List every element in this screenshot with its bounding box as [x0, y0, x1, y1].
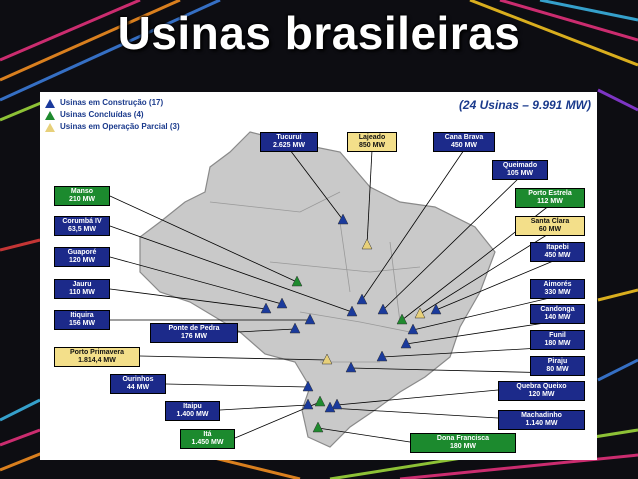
connector-line [350, 367, 559, 374]
connector-line [329, 407, 499, 419]
plant-marker-triangle [314, 395, 326, 407]
plant-marker-triangle [356, 293, 368, 305]
triangle-green-icon [45, 110, 55, 120]
connector-line [289, 149, 344, 221]
connector-line [219, 404, 309, 411]
plant-marker-triangle [345, 361, 357, 373]
plant-marker-triangle [260, 302, 272, 314]
page-title: Usinas brasileiras [117, 7, 521, 59]
connector-line [435, 258, 559, 311]
connector-line [109, 225, 353, 313]
plant-marker-triangle [321, 353, 333, 365]
plant-marker-triangle [337, 213, 349, 225]
connector-line [336, 389, 499, 406]
legend-item: Usinas em Operação Parcial (3) [45, 121, 180, 133]
plant-marker-triangle [302, 380, 314, 392]
plant-marker-triangle [276, 297, 288, 309]
plant-marker-triangle [414, 307, 426, 319]
legend: Usinas em Construção (17) Usinas Concluí… [45, 97, 180, 133]
legend-item: Usinas em Construção (17) [45, 97, 180, 109]
connector-line [109, 195, 298, 283]
plant-marker-triangle [430, 303, 442, 315]
plant-marker-triangle [376, 350, 388, 362]
plant-marker-triangle [407, 323, 419, 335]
legend-label: Usinas em Operação Parcial (3) [60, 122, 180, 131]
connector-line [381, 346, 559, 358]
brazil-map [109, 131, 559, 448]
connector-line [419, 232, 551, 315]
plant-marker-triangle [304, 313, 316, 325]
connector-line [412, 295, 559, 331]
plant-marker-triangle [346, 305, 358, 317]
plant-marker-triangle [361, 238, 373, 250]
brazil-outline [139, 131, 496, 448]
triangle-yellow-icon [45, 122, 55, 132]
legend-label: Usinas em Construção (17) [60, 98, 164, 107]
plant-marker-triangle [291, 275, 303, 287]
plant-marker-triangle [289, 322, 301, 334]
legend-item: Usinas Concluídas (4) [45, 109, 180, 121]
connector-line [165, 383, 309, 388]
triangle-blue-icon [45, 98, 55, 108]
plant-marker-triangle [312, 421, 324, 433]
connector-line [382, 176, 521, 311]
summary-label: (24 Usinas – 9.991 MW) [458, 98, 591, 112]
connector-line [366, 149, 373, 246]
connector-line [139, 355, 328, 361]
plant-marker-triangle [302, 398, 314, 410]
connector-line [317, 427, 411, 443]
plant-marker-triangle [331, 398, 343, 410]
connector-line [237, 328, 296, 333]
plant-marker-triangle [377, 303, 389, 315]
plant-marker-triangle [324, 401, 336, 413]
connector-line [109, 288, 267, 310]
connector-line [405, 320, 559, 345]
plant-marker-triangle [396, 313, 408, 325]
legend-label: Usinas Concluídas (4) [60, 110, 144, 119]
connector-line [109, 256, 283, 305]
plant-marker-triangle [400, 337, 412, 349]
connector-line [361, 149, 465, 301]
map-panel: Usinas em Construção (17) Usinas Concluí… [40, 92, 597, 460]
